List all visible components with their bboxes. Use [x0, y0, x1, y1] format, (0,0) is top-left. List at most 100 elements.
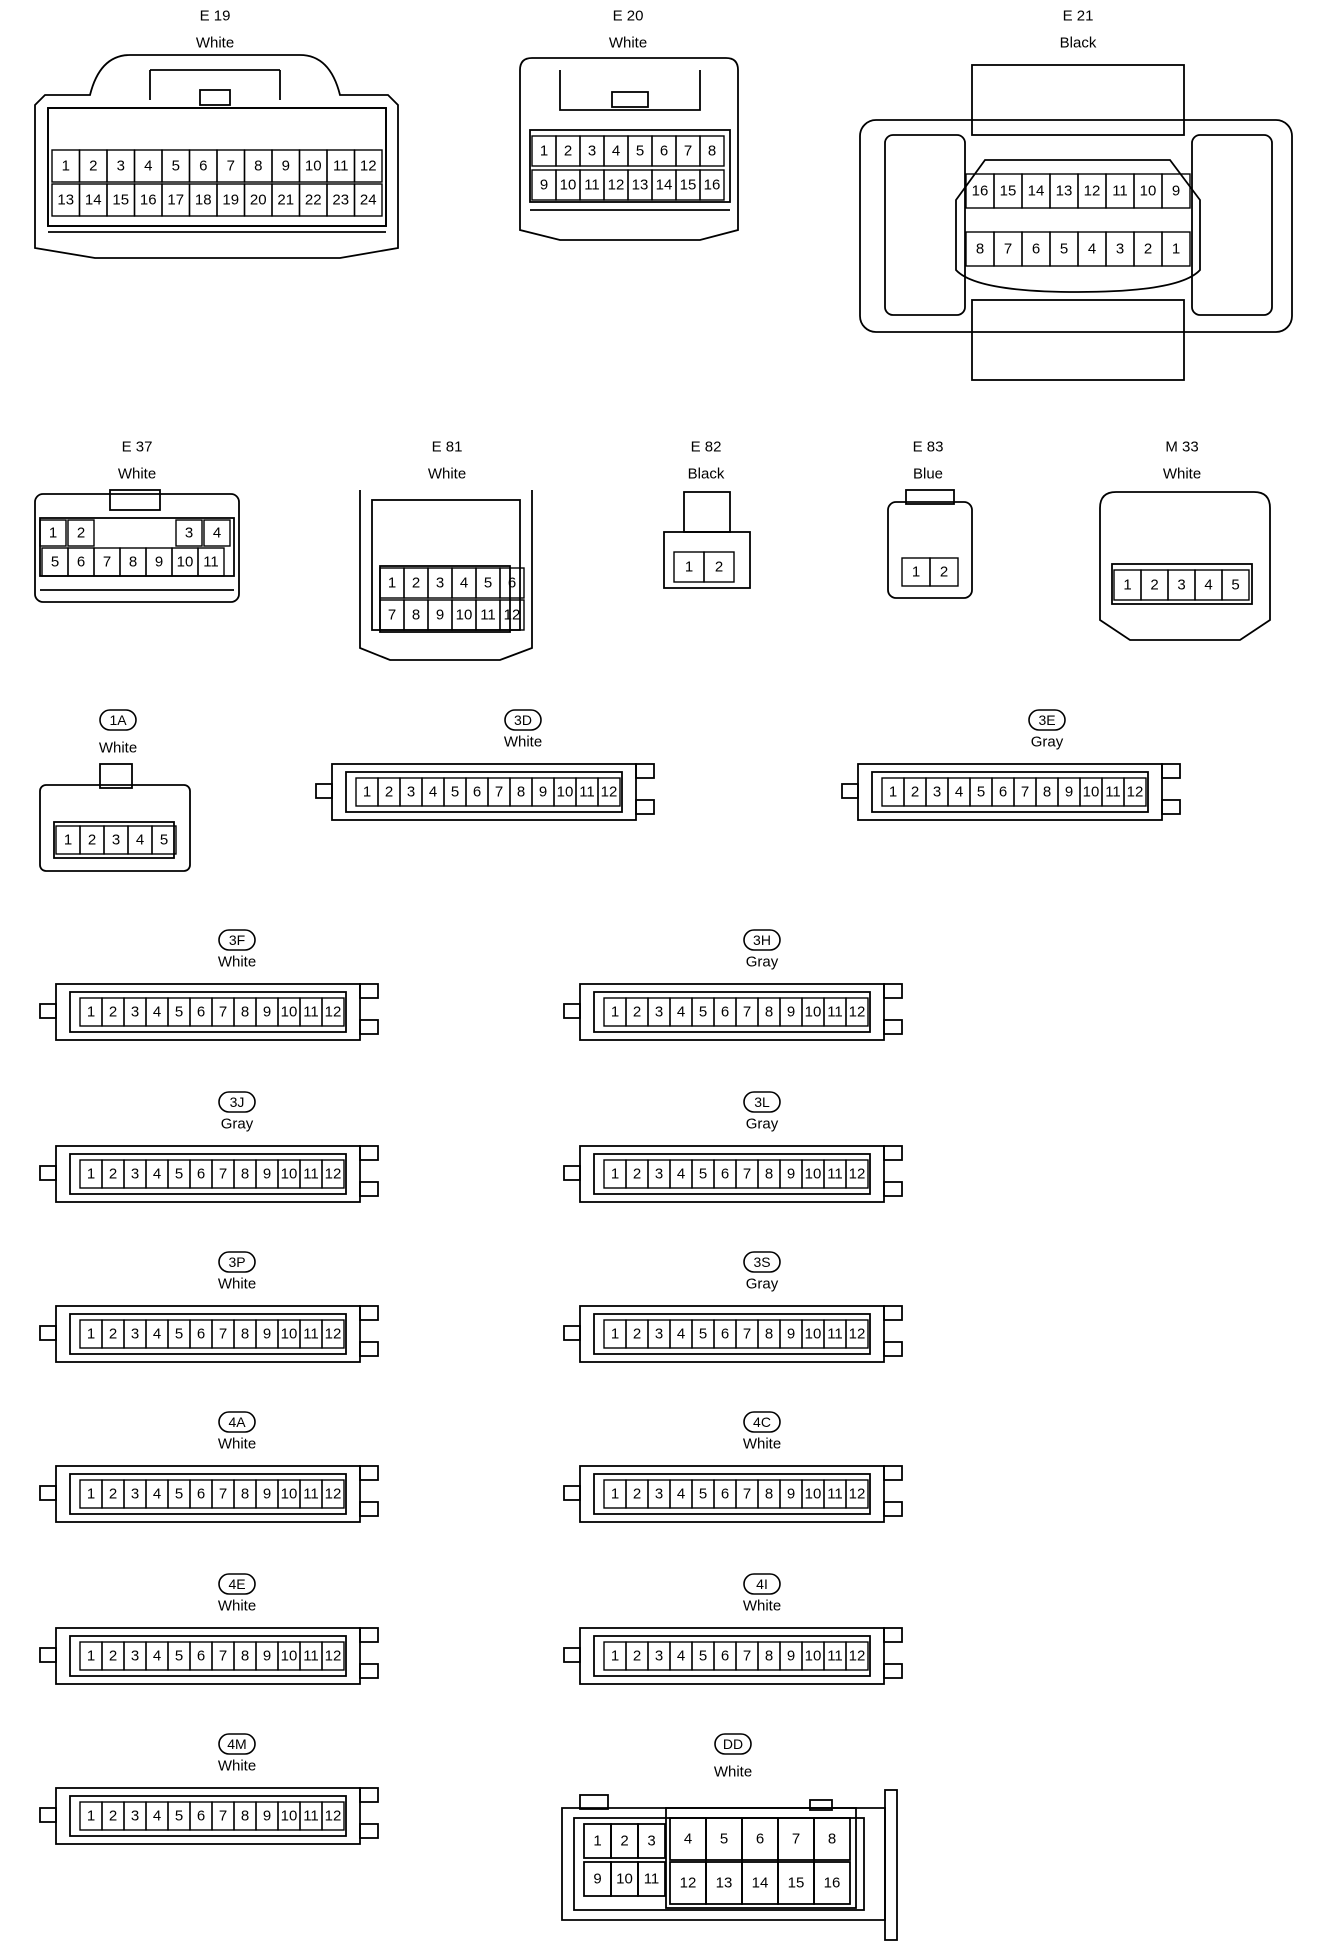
pin-number: 12 [608, 177, 625, 194]
pin-number: 2 [109, 1486, 117, 1503]
pin-cavity [845, 997, 869, 1027]
pin-number: 13 [57, 192, 74, 209]
pin-number: 2 [633, 1166, 641, 1183]
pin-number: 4 [136, 832, 144, 849]
connector-tag-outline [743, 929, 781, 951]
pin-number: 8 [129, 554, 137, 571]
pin-number: 15 [788, 1875, 805, 1892]
pin-number: 10 [281, 1648, 298, 1665]
pin-number: 6 [721, 1648, 729, 1665]
pin-cavity [321, 1479, 345, 1509]
pin-number: 5 [484, 575, 492, 592]
pin-number: 5 [1231, 577, 1239, 594]
pin-number: 6 [197, 1166, 205, 1183]
pin-number: 1 [388, 575, 396, 592]
pin-number: 3 [131, 1166, 139, 1183]
pin-number: 4 [144, 158, 152, 175]
pin-number: 16 [704, 177, 721, 194]
pin-number: 17 [167, 192, 184, 209]
pin-cavity [39, 519, 67, 547]
pin-number: 6 [721, 1326, 729, 1343]
pin-number: 10 [557, 784, 574, 801]
pin-number: 4 [677, 1326, 685, 1343]
connector-color: White [196, 35, 234, 52]
pin-number: 8 [765, 1486, 773, 1503]
pin-cavity [175, 519, 203, 547]
pin-number: 5 [699, 1326, 707, 1343]
pin-number: 5 [51, 554, 59, 571]
pin-number: 4 [429, 784, 437, 801]
pin-number: 7 [219, 1004, 227, 1021]
pin-number: 5 [175, 1486, 183, 1503]
pin-number: 12 [849, 1326, 866, 1343]
pin-number: 5 [172, 158, 180, 175]
pin-number: 2 [77, 525, 85, 542]
pin-number: 10 [456, 607, 473, 624]
connector-tag-outline [504, 709, 542, 731]
pin-number: 6 [508, 575, 516, 592]
pin-number: 1 [87, 1004, 95, 1021]
pin-number: 3 [131, 1808, 139, 1825]
pin-number: 3 [407, 784, 415, 801]
pin-number: 10 [805, 1004, 822, 1021]
pin-number: 10 [805, 1166, 822, 1183]
pin-number: 5 [699, 1166, 707, 1183]
pin-number: 2 [911, 784, 919, 801]
pin-number: 2 [89, 158, 97, 175]
pin-number: 7 [1021, 784, 1029, 801]
connector-tag: 3E [1038, 712, 1055, 728]
pin-number: 8 [708, 143, 716, 160]
connector-tag: 3D [514, 712, 532, 728]
pin-number: 9 [282, 158, 290, 175]
pin-number: 11 [1105, 784, 1121, 801]
pin-number: 6 [721, 1486, 729, 1503]
pin-number: 19 [222, 192, 239, 209]
pin-number: 9 [787, 1166, 795, 1183]
connector-tag-outline [218, 1411, 256, 1433]
connector-color: White [118, 466, 156, 483]
connector-tag-outline [743, 1573, 781, 1595]
pin-number: 13 [716, 1875, 733, 1892]
pin-number: 15 [1000, 183, 1017, 200]
pin-number: 9 [263, 1326, 271, 1343]
pin-number: 10 [177, 554, 194, 571]
pin-number: 4 [153, 1004, 161, 1021]
pin-number: 1 [540, 143, 548, 160]
pin-number: 8 [241, 1326, 249, 1343]
pin-number: 4 [955, 784, 963, 801]
connector-color: White [428, 466, 466, 483]
connector-tag: 4M [227, 1736, 246, 1752]
pin-number: 3 [588, 143, 596, 160]
connector-tag: 4I [756, 1576, 768, 1592]
pin-number: 4 [1204, 577, 1212, 594]
pin-number: 1 [87, 1326, 95, 1343]
pin-number: 12 [504, 607, 521, 624]
pin-number: 3 [185, 525, 193, 542]
pin-number: 11 [333, 158, 349, 175]
pin-number: 11 [827, 1326, 843, 1343]
pin-number: 1 [1172, 241, 1180, 258]
pin-number: 11 [303, 1648, 319, 1665]
pin-number: 10 [281, 1326, 298, 1343]
pin-number: 6 [197, 1326, 205, 1343]
pin-number: 9 [263, 1486, 271, 1503]
pin-number: 5 [977, 784, 985, 801]
pin-cavity [321, 997, 345, 1027]
pin-number: 8 [241, 1648, 249, 1665]
pin-number: 5 [451, 784, 459, 801]
pin-cavity [597, 777, 621, 807]
pin-number: 9 [155, 554, 163, 571]
pin-number: 12 [325, 1166, 342, 1183]
pin-number: 3 [933, 784, 941, 801]
pin-number: 6 [721, 1166, 729, 1183]
pin-number: 3 [117, 158, 125, 175]
pin-number: 10 [616, 1871, 633, 1888]
pin-number: 1 [87, 1486, 95, 1503]
pin-number: 2 [633, 1648, 641, 1665]
pin-number: 3 [1116, 241, 1124, 258]
connector-tag-outline [218, 1251, 256, 1273]
